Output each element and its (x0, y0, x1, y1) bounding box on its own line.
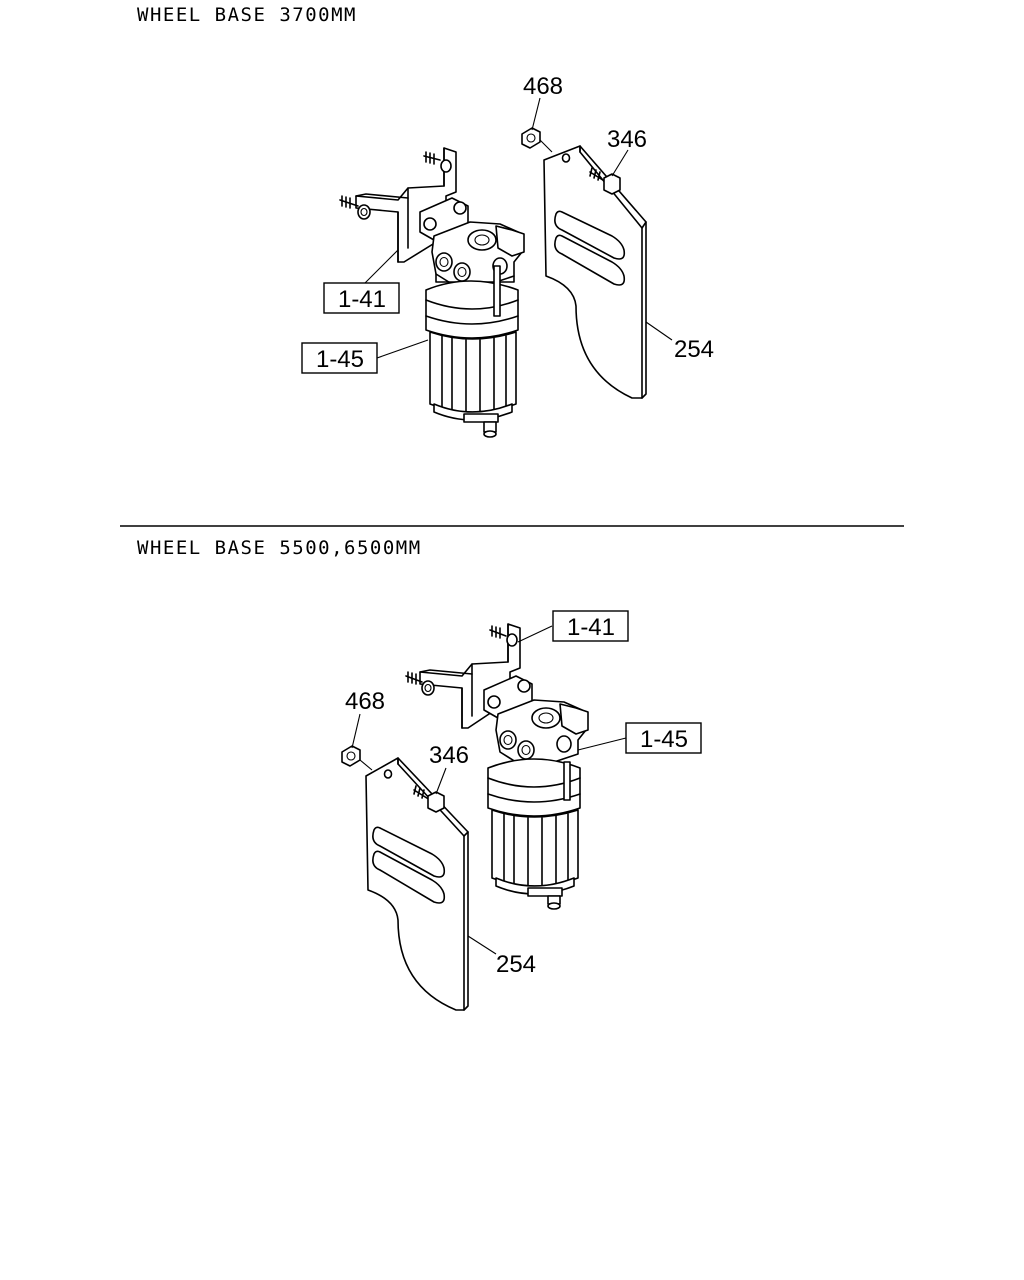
leader-lines-top (361, 97, 673, 359)
nut-part (341, 745, 373, 771)
callout-bolt-top: 346 (607, 126, 647, 153)
ref-label-filter-bottom: 1-45 (640, 726, 688, 753)
ref-label-bracket-bottom: 1-41 (567, 614, 615, 641)
ref-box-filter-top (301, 342, 378, 374)
callout-bolt-bottom: 346 (429, 742, 469, 769)
callout-shield-bottom: 254 (496, 951, 536, 978)
filter-head (419, 197, 525, 287)
ref-box-bracket-bottom (552, 610, 629, 642)
bottom-assembly: 468 346 254 1-41 1-45 (341, 610, 702, 1011)
nut-part (521, 127, 553, 153)
filter-head (483, 675, 589, 765)
filter-bowl (425, 265, 519, 438)
callout-shield-top: 254 (674, 336, 714, 363)
bolt-part (589, 167, 621, 195)
callout-nut-top: 468 (523, 73, 563, 100)
ref-box-filter-bottom (625, 722, 702, 754)
callout-nut-bottom: 468 (345, 688, 385, 715)
section-caption-bottom: WHEEL BASE 5500,6500MM (137, 537, 422, 559)
heat-shield (365, 757, 469, 1011)
section-caption-top: WHEEL BASE 3700MM (137, 4, 357, 26)
ref-label-filter-top: 1-45 (316, 346, 364, 373)
leader-lines-bottom (351, 625, 627, 955)
filter-bowl (487, 758, 581, 910)
top-assembly: 468 346 254 1-41 1-45 (301, 73, 714, 438)
ref-box-bracket-top (323, 282, 400, 314)
bolt-part (413, 785, 445, 813)
ref-label-bracket-top: 1-41 (338, 286, 386, 313)
heat-shield (543, 145, 647, 399)
